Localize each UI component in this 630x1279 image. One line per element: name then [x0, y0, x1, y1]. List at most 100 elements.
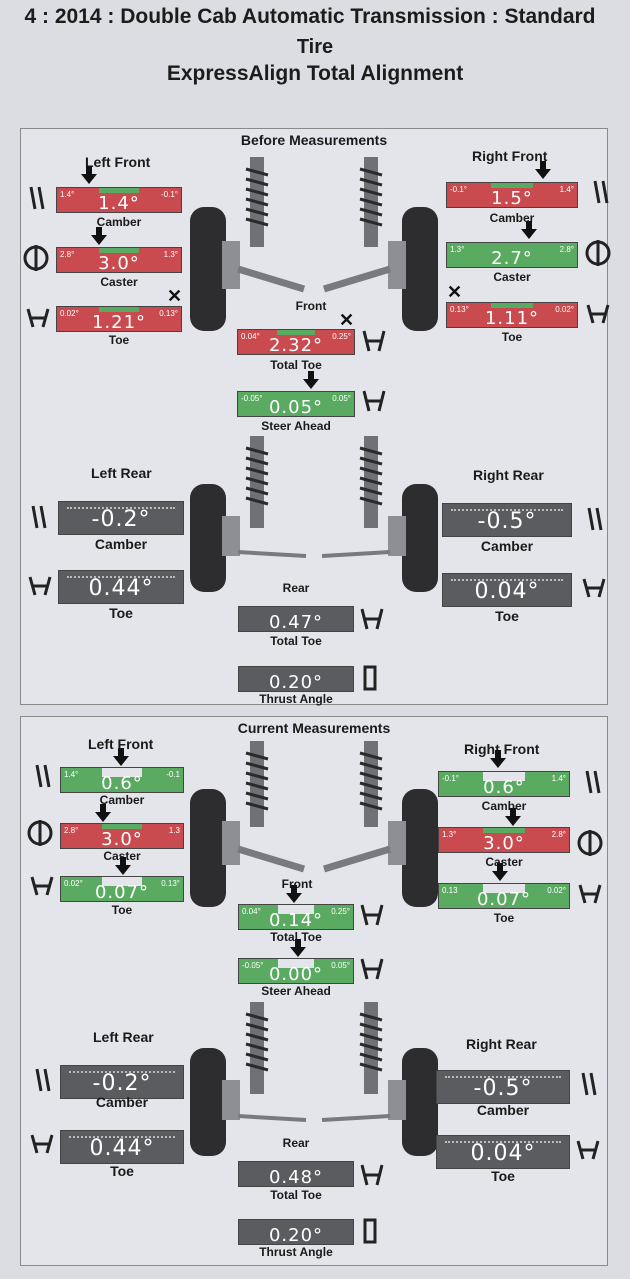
caster-icon [23, 245, 49, 271]
current-lr-toe-label: Toe [110, 1163, 134, 1179]
current-rf-toe-panel: 0.13 0.02° 0.07° [438, 883, 570, 909]
toe-icon [576, 1140, 600, 1160]
total-toe-icon [360, 608, 384, 630]
rf-toe-arrow-icon [492, 863, 508, 881]
current-total-toe-label: Total Toe [270, 930, 322, 944]
lf-camber-arrow-icon [81, 166, 97, 184]
camber-icon [593, 180, 609, 204]
toe-icon [586, 304, 610, 324]
current-rear-total-toe-label: Total Toe [270, 1188, 322, 1202]
before-rf-caster-label: Caster [493, 270, 531, 284]
before-steer-ahead-label: Steer Ahead [261, 419, 331, 433]
current-rr-camber-panel: -0.5° [436, 1070, 570, 1104]
before-rr-toe-panel: 0.04° [442, 573, 572, 607]
before-lf-caster-label: Caster [100, 275, 138, 289]
current-steer-ahead-panel: -0.05° 0.05° 0.00° [238, 958, 354, 984]
current-lf-camber-value: 0.6° [101, 773, 143, 794]
before-lf-camber-label: Camber [96, 215, 142, 229]
before-rf-toe-label: Toe [501, 330, 523, 344]
total-toe-icon [362, 330, 386, 352]
current-right-front-label: Right Front [464, 741, 540, 757]
before-thrust-panel: 0.20° [238, 666, 354, 692]
steer-ahead-icon [362, 390, 386, 412]
steer-ahead-arrow-icon [303, 371, 319, 389]
rf-toe-out-of-range-icon: ✕ [447, 282, 463, 302]
current-rf-caster-panel: 1.3° 2.8° 3.0° [438, 827, 570, 853]
toe-icon [30, 876, 54, 896]
before-rr-camber-value: -0.5° [477, 509, 537, 534]
current-lr-camber-value: -0.2° [92, 1071, 152, 1096]
rf-camber-arrow-icon [535, 161, 551, 179]
current-rr-toe-value: 0.04° [470, 1141, 536, 1166]
current-left-front-label: Left Front [88, 736, 154, 752]
current-lr-camber-panel: -0.2° [60, 1065, 184, 1099]
camber-icon [35, 764, 51, 788]
header-line2: Tire [296, 36, 334, 58]
before-steer-ahead-value: 0.05° [268, 397, 324, 418]
rf-camber-arrow-icon [490, 750, 506, 768]
current-section: Current Measurements Left Front Right Fr… [20, 716, 608, 1266]
current-lr-toe-value: 0.44° [89, 1136, 155, 1161]
lf-toe-arrow-icon [115, 857, 131, 875]
before-rr-camber-label: Camber [480, 538, 534, 554]
camber-icon [31, 505, 47, 529]
before-thrust-label: Thrust Angle [259, 692, 333, 706]
before-lf-toe-value: 1.21° [91, 312, 147, 333]
before-rr-camber-panel: -0.5° [442, 503, 572, 537]
camber-icon [581, 1072, 597, 1096]
current-rear-label: Rear [282, 1136, 310, 1150]
before-rf-caster-value: 2.7° [491, 248, 533, 269]
lf-caster-arrow-icon [91, 227, 107, 245]
current-rear-total-toe-panel: 0.48° [238, 1161, 354, 1187]
caster-icon [27, 820, 53, 846]
rear-suspension-diagram [190, 436, 438, 592]
current-thrust-panel: 0.20° [238, 1219, 354, 1245]
thrust-angle-icon [363, 1218, 377, 1244]
current-rr-toe-panel: 0.04° [436, 1135, 570, 1169]
before-right-front-label: Right Front [472, 148, 548, 164]
before-rf-toe-value: 1.11° [484, 308, 540, 329]
total-toe-icon [360, 904, 384, 926]
before-lf-caster-panel: 2.8° 1.3° 3.0° [56, 247, 182, 273]
current-rr-camber-label: Camber [476, 1102, 530, 1118]
before-rf-caster-panel: 1.3° 2.8° 2.7° [446, 242, 578, 268]
front-suspension-diagram [190, 157, 438, 331]
lf-caster-arrow-icon [95, 804, 111, 822]
current-right-rear-label: Right Rear [466, 1036, 537, 1052]
before-lf-camber-panel: 1.4° -0.1° 1.4° [56, 187, 182, 213]
header-line3: ExpressAlign Total Alignment [166, 62, 464, 85]
before-lf-camber-value: 1.4° [98, 193, 140, 214]
before-rr-toe-label: Toe [495, 608, 519, 624]
before-rear-label: Rear [282, 581, 310, 595]
current-total-toe-value: 0.14° [268, 910, 324, 931]
thrust-angle-icon [363, 665, 377, 691]
current-lf-camber-panel: 1.4° -0.1 0.6° [60, 767, 184, 793]
caster-icon [577, 830, 603, 856]
before-total-toe-value: 2.32° [268, 335, 324, 356]
lf-camber-arrow-icon [113, 748, 129, 766]
steer-ahead-arrow-icon [290, 939, 306, 957]
before-rear-total-toe-label: Total Toe [270, 634, 322, 648]
current-thrust-label: Thrust Angle [259, 1245, 333, 1259]
before-total-toe-label: Total Toe [270, 358, 322, 372]
current-rf-caster-label: Caster [485, 855, 523, 869]
total-toe-out-of-range-icon: ✕ [339, 310, 355, 330]
current-lf-caster-label: Caster [103, 849, 141, 863]
caster-icon [585, 240, 611, 266]
current-rf-camber-panel: -0.1° 1.4° 0.6° [438, 771, 570, 797]
current-rr-camber-value: -0.5° [473, 1076, 533, 1101]
current-lr-camber-label: Camber [95, 1094, 149, 1110]
before-left-front-label: Left Front [85, 154, 151, 170]
before-rear-total-toe-panel: 0.47° [238, 606, 354, 632]
current-total-toe-panel: 0.04° 0.25° 0.14° [238, 904, 354, 930]
current-rear-total-toe-value: 0.48° [268, 1167, 324, 1188]
before-section: Before Measurements Left Front Right Fro… [20, 128, 611, 706]
current-lf-toe-panel: 0.02° 0.13° 0.07° [60, 876, 184, 902]
camber-icon [585, 770, 601, 794]
current-lf-toe-label: Toe [111, 903, 133, 917]
current-rf-caster-value: 3.0° [483, 833, 525, 854]
before-rf-camber-panel: -0.1° 1.4° 1.5° [446, 182, 578, 208]
before-rf-toe-panel: 0.13° 0.02° 1.11° [446, 302, 578, 328]
total-toe-icon [360, 1164, 384, 1186]
current-front-label: Front [281, 877, 313, 891]
